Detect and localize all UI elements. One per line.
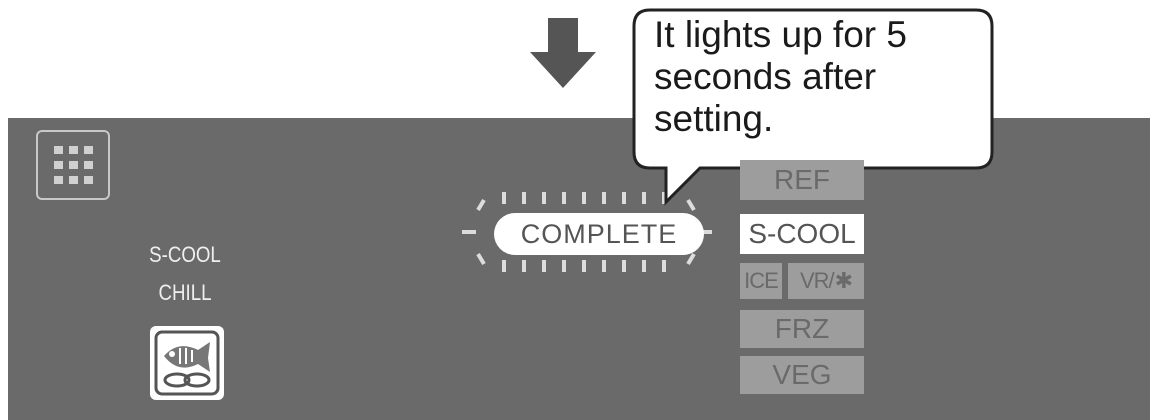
mode-vr: VR/ ✱	[788, 263, 864, 299]
callout-line: seconds after	[654, 56, 877, 97]
menu-button[interactable]	[36, 130, 110, 200]
mode-vr-label: VR/	[799, 268, 835, 293]
grid-menu-icon	[54, 146, 93, 184]
callout-bubble	[632, 8, 994, 206]
callout-line: setting.	[654, 98, 774, 139]
mode-frz: FRZ	[740, 310, 864, 348]
callout-line: It lights up for 5	[654, 14, 907, 55]
complete-glow-icon	[462, 192, 712, 272]
mode-label-line1: S-COOL	[149, 242, 221, 267]
complete-indicator: COMPLETE	[494, 213, 704, 255]
down-arrow-icon	[530, 18, 596, 88]
fish-icon	[150, 326, 224, 400]
callout-text: It lights up for 5 seconds after setting…	[654, 14, 984, 140]
mode-label-line2: CHILL	[158, 280, 212, 305]
mode-veg: VEG	[740, 356, 864, 394]
snowflake-icon: ✱	[834, 268, 853, 293]
mode-ref: REF	[740, 160, 864, 200]
mode-s-cool: S-COOL	[740, 214, 864, 254]
mode-ice: ICE	[740, 263, 782, 299]
